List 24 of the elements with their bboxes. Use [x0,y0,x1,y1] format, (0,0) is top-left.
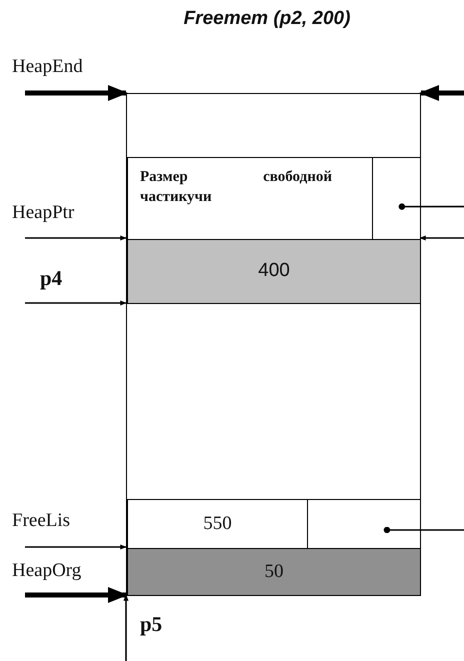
arrow [25,300,127,306]
diagram-title: Freemem (p2, 200) [182,8,352,30]
arrow [123,594,129,661]
arrow [25,544,127,550]
arrow [419,85,464,101]
cell-value: 400 [257,259,291,284]
pointer-label: FreeLis [12,510,70,532]
memory-block [127,499,308,549]
pointer-label: p5 [140,612,162,637]
arrow [419,235,464,241]
arrow [25,235,127,241]
heap-block [126,93,421,596]
pointer-label: HeapEnd [12,56,83,78]
memory-block [127,548,421,596]
pointer-label: HeapOrg [12,560,82,582]
pointer-label: HeapPtr [12,202,74,224]
arrow [25,587,128,603]
memory-cell [127,157,373,240]
pointer-label: p4 [40,266,62,291]
memory-block [127,239,421,304]
cell-value: 50 [264,560,284,584]
cell-caption: Размер свободной частикучи [139,168,333,206]
cell-value: 550 [202,512,233,536]
arrow [25,85,128,101]
